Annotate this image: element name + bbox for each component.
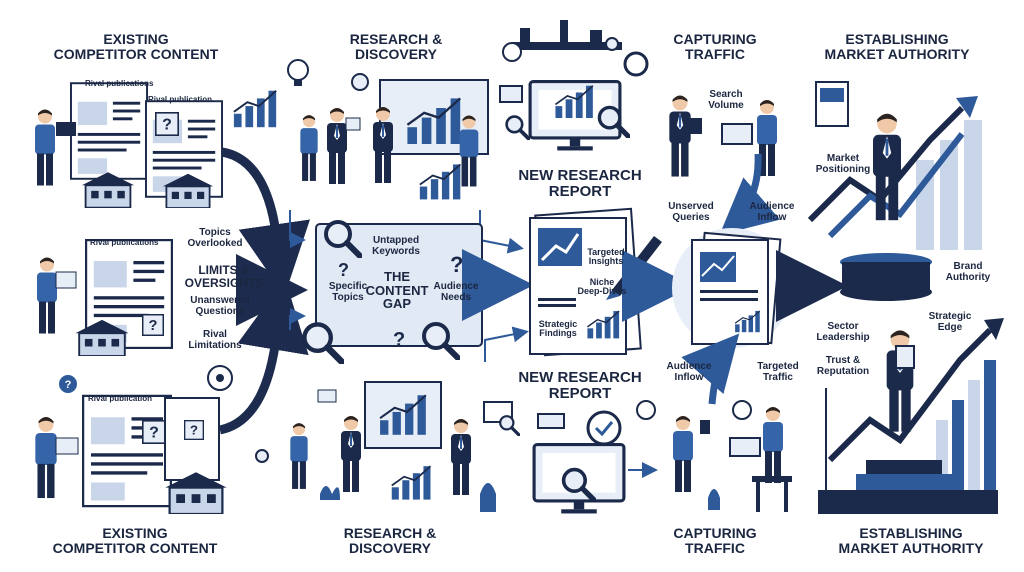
svg-text:?: ? — [65, 379, 72, 391]
report-bottom-illustration — [483, 400, 658, 516]
header-report-top: NEW RESEARCH REPORT — [518, 167, 642, 200]
rival-label-1: Rival publications — [85, 79, 154, 88]
header-authority-bottom: ESTABLISHING MARKET AUTHORITY — [838, 525, 984, 556]
label-untapped-keywords: Untapped Keywords — [372, 235, 420, 257]
label-topics-overlooked: Topics Overlooked — [187, 227, 243, 249]
rival-label-3: Rival publications — [90, 238, 159, 247]
rival-label-2: Rival publication — [148, 95, 213, 104]
label-content-gap: THE CONTENT GAP — [365, 269, 429, 312]
competitor-row-top — [35, 82, 278, 208]
header-report-bottom: NEW RESEARCH REPORT — [518, 369, 642, 402]
label-targeted-insights: Targeted Insights — [587, 247, 625, 267]
traffic-bottom — [673, 333, 792, 512]
content-gap-panel: ? ? ? — [304, 222, 483, 362]
header-research-bottom: RESEARCH & DISCOVERY — [343, 525, 437, 556]
header-traffic-bottom: CAPTURING TRAFFIC — [673, 525, 757, 556]
label-limits-oversights: LIMITS & OVERSIGHTS — [184, 263, 264, 290]
label-niche-deep-dives: Niche Deep-Dives — [577, 277, 627, 297]
label-unanswered-questions: Unanswered Questions — [190, 295, 250, 317]
competitor-row-bottom: ? — [35, 365, 269, 514]
label-audience-inflow-bottom: Audience Inflow — [666, 361, 712, 383]
header-traffic-top: CAPTURING TRAFFIC — [673, 31, 757, 62]
svg-text:?: ? — [450, 252, 463, 277]
label-audience-needs: Audience Needs — [433, 281, 479, 303]
flow-arrows-left — [218, 147, 311, 435]
report-document — [529, 207, 662, 357]
label-search-volume: Search Volume — [708, 89, 744, 111]
traffic-document — [672, 228, 792, 348]
research-team-bottom — [290, 381, 496, 512]
svg-text:?: ? — [393, 329, 405, 351]
label-brand-authority: Brand Authority — [945, 261, 991, 283]
authority-bottom — [818, 318, 1004, 514]
label-specific-topics: Specific Topics — [328, 281, 368, 303]
label-market-positioning: Market Positioning — [815, 153, 871, 175]
header-competitor-bottom: EXISTING COMPETITOR CONTENT — [52, 525, 218, 556]
label-rival-limitations: Rival Limitations — [188, 329, 242, 351]
header-authority-top: ESTABLISHING MARKET AUTHORITY — [824, 31, 970, 62]
label-trust-reputation: Trust & Reputation — [816, 355, 870, 377]
research-team-top — [287, 59, 489, 201]
label-sector-leadership: Sector Leadership — [816, 321, 870, 343]
label-strategic-edge: Strategic Edge — [928, 311, 972, 333]
label-strategic-findings: Strategic Findings — [538, 319, 578, 339]
svg-text:?: ? — [338, 260, 349, 280]
label-audience-inflow-top: Audience Inflow — [749, 201, 795, 223]
label-unserved-queries: Unserved Queries — [668, 201, 714, 223]
label-targeted-traffic: Targeted Traffic — [757, 361, 799, 383]
authority-top — [807, 81, 982, 301]
rival-label-4: Rival publication — [88, 394, 153, 403]
report-top-illustration — [499, 20, 649, 153]
traffic-top — [669, 95, 781, 236]
header-competitor-top: EXISTING COMPETITOR CONTENT — [53, 31, 219, 62]
competitor-row-mid — [37, 238, 173, 356]
header-research-top: RESEARCH & DISCOVERY — [349, 31, 443, 62]
